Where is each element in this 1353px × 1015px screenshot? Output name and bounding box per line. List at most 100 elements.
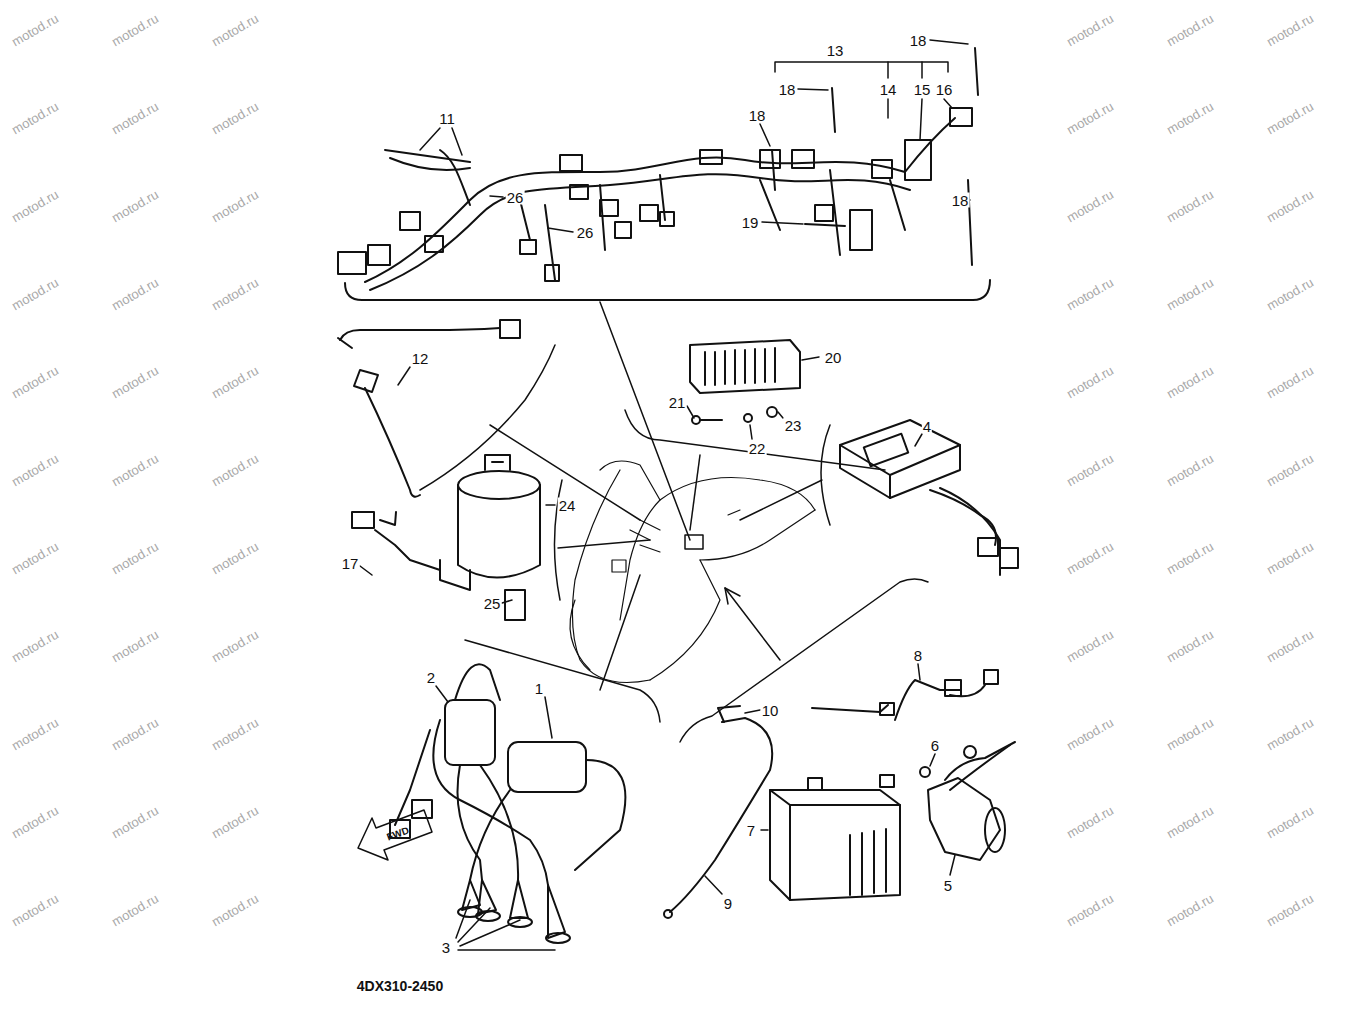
wire-harness bbox=[365, 157, 905, 282]
ignition-coil bbox=[458, 765, 483, 880]
group-bracket bbox=[420, 345, 555, 490]
callout-number: 20 bbox=[824, 350, 843, 365]
leader-line bbox=[887, 62, 889, 78]
main-switch bbox=[492, 461, 503, 463]
wire-harness bbox=[390, 158, 470, 170]
watermark: motod.ru bbox=[1065, 188, 1116, 225]
watermark: motod.ru bbox=[210, 540, 261, 577]
wire-harness bbox=[520, 200, 530, 240]
battery bbox=[770, 790, 900, 900]
watermark: motod.ru bbox=[10, 188, 61, 225]
wire-harness bbox=[520, 240, 536, 254]
battery bbox=[770, 775, 900, 900]
cdi-unit bbox=[840, 420, 960, 475]
callout-number: 18 bbox=[778, 82, 797, 97]
watermark: motod.ru bbox=[210, 12, 261, 49]
watermark: motod.ru bbox=[110, 716, 161, 753]
watermark: motod.ru bbox=[1265, 716, 1316, 753]
leader-line bbox=[420, 128, 440, 150]
group-bracket bbox=[625, 410, 885, 470]
battery-cable bbox=[670, 718, 772, 912]
leader-line bbox=[745, 710, 760, 713]
callout-number: 11 bbox=[438, 111, 456, 126]
motorcycle-outline bbox=[630, 520, 660, 552]
battery-cable bbox=[950, 685, 985, 696]
watermark: motod.ru bbox=[110, 100, 161, 137]
battery bbox=[770, 790, 900, 805]
leader-line bbox=[798, 89, 828, 90]
cdi-unit bbox=[930, 490, 996, 545]
motorcycle-outline bbox=[685, 535, 703, 549]
watermark: motod.ru bbox=[1265, 628, 1316, 665]
cable-tie bbox=[772, 48, 978, 265]
cable-tie bbox=[805, 224, 845, 226]
callout-number: 18 bbox=[748, 108, 767, 123]
watermark: motod.ru bbox=[1065, 452, 1116, 489]
watermark: motod.ru bbox=[1165, 540, 1216, 577]
cable-tie bbox=[975, 48, 978, 95]
drawing-code: 4DX310-2450 bbox=[357, 979, 443, 993]
callout-number: 7 bbox=[746, 823, 756, 838]
ignition-coil bbox=[508, 917, 532, 927]
wire-harness bbox=[760, 150, 780, 168]
wire-harness bbox=[850, 210, 872, 250]
watermark: motod.ru bbox=[1165, 892, 1216, 929]
watermark: motod.ru bbox=[1065, 628, 1116, 665]
ignition-coil bbox=[433, 720, 548, 885]
leader-line bbox=[920, 99, 922, 140]
group-bracket bbox=[821, 425, 830, 525]
crank-sensor bbox=[340, 328, 500, 340]
watermark: motod.ru bbox=[110, 12, 161, 49]
callout-number: 23 bbox=[784, 418, 803, 433]
watermark: motod.ru bbox=[210, 364, 261, 401]
watermark: motod.ru bbox=[210, 100, 261, 137]
watermark: motod.ru bbox=[110, 276, 161, 313]
wire-harness bbox=[615, 222, 631, 238]
callout-number: 25 bbox=[483, 596, 502, 611]
leader-line bbox=[545, 697, 552, 738]
wire-harness bbox=[545, 265, 559, 281]
callout-number: 9 bbox=[723, 896, 733, 911]
watermark: motod.ru bbox=[10, 892, 61, 929]
starter-relay bbox=[920, 742, 1015, 860]
group-bracket bbox=[600, 575, 640, 690]
watermark: motod.ru bbox=[210, 804, 261, 841]
watermark: motod.ru bbox=[1265, 364, 1316, 401]
ignition-coil bbox=[455, 664, 500, 700]
watermark: motod.ru bbox=[10, 364, 61, 401]
wire-harness bbox=[815, 205, 833, 221]
watermark: motod.ru bbox=[1265, 188, 1316, 225]
watermark: motod.ru bbox=[110, 540, 161, 577]
regulator-rectifier bbox=[700, 419, 722, 421]
watermark: motod.ru bbox=[1265, 276, 1316, 313]
main-switch bbox=[505, 590, 525, 620]
battery-cable bbox=[945, 680, 961, 696]
leader-line bbox=[760, 124, 770, 146]
battery-cable bbox=[718, 706, 740, 722]
main-switch bbox=[485, 455, 510, 470]
wire-harness bbox=[338, 252, 366, 274]
ignition-coil bbox=[390, 664, 625, 943]
ignition-coil bbox=[480, 765, 518, 880]
watermark: motod.ru bbox=[1165, 804, 1216, 841]
ignition-coil bbox=[508, 742, 586, 792]
wire-harness bbox=[570, 185, 588, 199]
wire-harness bbox=[545, 205, 555, 280]
ignition-coil bbox=[575, 760, 625, 870]
wire-harness bbox=[370, 174, 910, 290]
wire-harness bbox=[368, 245, 390, 265]
watermark: motod.ru bbox=[110, 188, 161, 225]
cdi-unit bbox=[978, 538, 998, 556]
leader-line bbox=[502, 600, 512, 603]
battery-cable bbox=[812, 705, 888, 712]
wire-harness bbox=[792, 150, 814, 168]
watermark: motod.ru bbox=[210, 716, 261, 753]
starter-relay bbox=[950, 745, 1010, 790]
motorcycle-outline bbox=[570, 600, 590, 670]
callout-number: 5 bbox=[943, 878, 953, 893]
watermark: motod.ru bbox=[10, 12, 61, 49]
watermark: motod.ru bbox=[10, 276, 61, 313]
callout-number: 3 bbox=[441, 940, 451, 955]
